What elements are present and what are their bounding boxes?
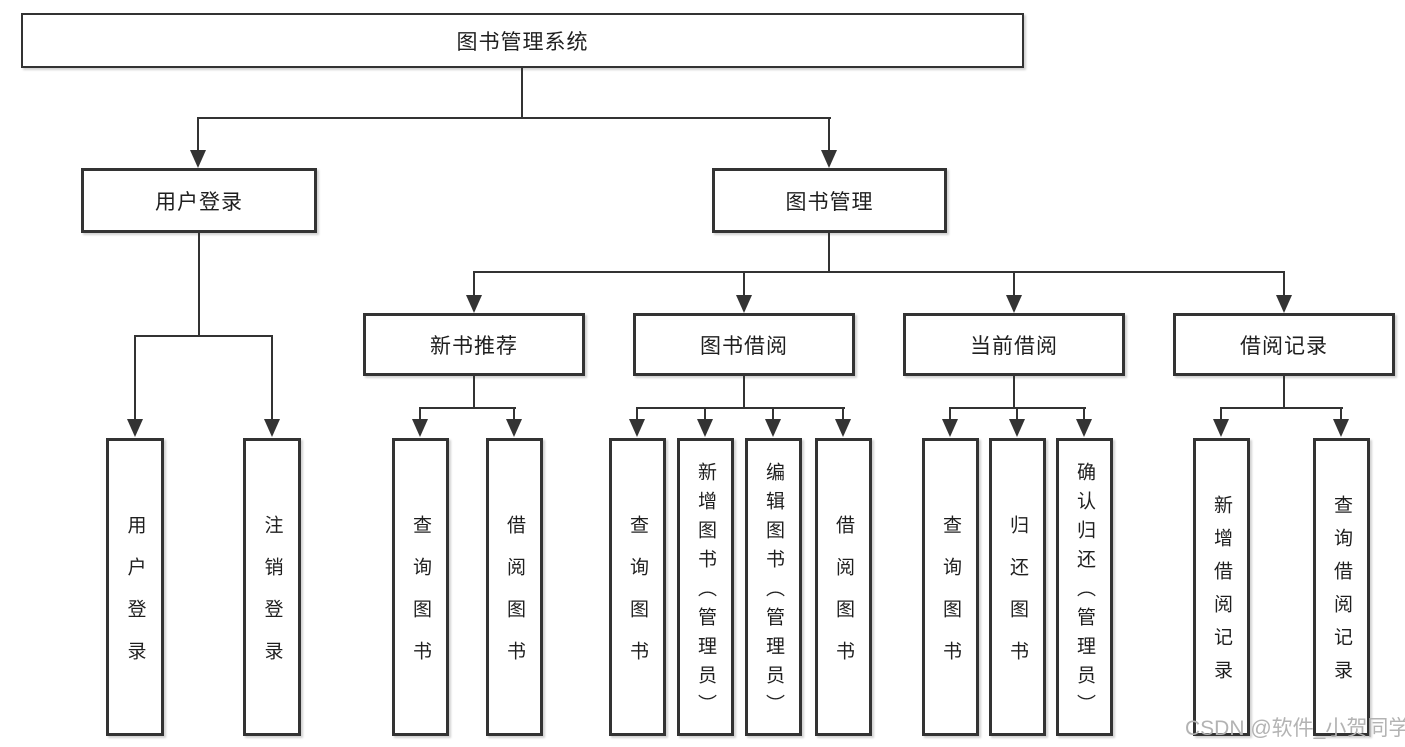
leaf-recommend-borrow-book: 借阅图书 <box>486 438 543 736</box>
connector-sec2-hline <box>637 407 845 409</box>
connector-sec2-leaf2-vline <box>704 407 706 421</box>
connector-sec1-leaf2-arrow <box>506 419 522 437</box>
leaf-add-borrow-record: 新增借阅记录 <box>1193 438 1250 736</box>
leaf-user-login-label: 用户登录 <box>124 514 146 683</box>
connector-user-login-arrow <box>190 150 206 168</box>
connector-level3-hline <box>473 271 1285 273</box>
connector-user-login-vline <box>197 117 199 152</box>
leaf-edit-book-admin: 编辑图书（管理员） <box>745 438 802 736</box>
connector-sec3-vline <box>1013 271 1015 297</box>
connector-sec4-leaf1-arrow <box>1213 419 1229 437</box>
connector-sec4-leaf1-vline <box>1220 407 1222 421</box>
connector-book-mgmt-arrow <box>821 150 837 168</box>
connector-sec4-arrow <box>1276 295 1292 313</box>
connector-sec3-leaf3-arrow <box>1076 419 1092 437</box>
node-book-management-label: 图书管理 <box>785 190 874 214</box>
connector-sec1-arrow <box>466 295 482 313</box>
leaf-confirm-return-admin: 确认归还（管理员） <box>1056 438 1113 736</box>
leaf-borrow-book: 借阅图书 <box>815 438 872 736</box>
connector-sec4-vline <box>1283 271 1285 297</box>
connector-sec1-leaf1-arrow <box>412 419 428 437</box>
connector-sec2-leaf1-vline <box>636 407 638 421</box>
leaf-user-login: 用户登录 <box>106 438 164 736</box>
leaf-add-borrow-record-label: 新增借阅记录 <box>1211 495 1232 693</box>
connector-sec2-vline <box>743 271 745 297</box>
node-new-book-recommend-label: 新书推荐 <box>430 334 518 358</box>
node-root: 图书管理系统 <box>21 13 1024 68</box>
connector-sec4-drop <box>1283 376 1285 409</box>
leaf-recommend-query-book: 查询图书 <box>392 438 449 736</box>
leaf-current-query-book: 查询图书 <box>922 438 979 736</box>
leaf-recommend-query-book-label: 查询图书 <box>410 514 431 683</box>
node-current-borrow: 当前借阅 <box>903 313 1125 376</box>
connector-sec3-leaf1-arrow <box>942 419 958 437</box>
connector-level2-hline <box>197 117 831 119</box>
connector-login-drop <box>198 233 200 337</box>
node-borrow-records: 借阅记录 <box>1173 313 1395 376</box>
connector-sec4-leaf2-vline <box>1340 407 1342 421</box>
leaf-current-query-book-label: 查询图书 <box>940 514 961 683</box>
node-new-book-recommend: 新书推荐 <box>363 313 585 376</box>
connector-sec2-drop <box>743 376 745 409</box>
leaf-add-book-admin: 新增图书（管理员） <box>677 438 734 736</box>
node-book-borrow-label: 图书借阅 <box>700 334 788 358</box>
node-book-borrow: 图书借阅 <box>633 313 855 376</box>
connector-login-leaf2-arrow <box>264 419 280 437</box>
node-user-login-label: 用户登录 <box>155 190 243 214</box>
connector-mgmt-drop <box>828 233 830 273</box>
leaf-logout-login: 注销登录 <box>243 438 301 736</box>
leaf-recommend-borrow-book-label: 借阅图书 <box>504 514 525 683</box>
leaf-borrow-query-book: 查询图书 <box>609 438 666 736</box>
connector-sec2-arrow <box>736 295 752 313</box>
leaf-edit-book-admin-label: 编辑图书（管理员） <box>763 461 784 723</box>
connector-sec1-vline <box>473 271 475 297</box>
leaf-confirm-return-admin-label: 确认归还（管理员） <box>1074 461 1095 723</box>
connector-login-hline <box>134 335 273 337</box>
leaf-return-book: 归还图书 <box>989 438 1046 736</box>
connector-sec3-leaf2-arrow <box>1009 419 1025 437</box>
connector-sec2-leaf3-arrow <box>765 419 781 437</box>
connector-sec3-leaf3-vline <box>1083 407 1085 421</box>
node-current-borrow-label: 当前借阅 <box>970 334 1058 358</box>
connector-sec2-leaf2-arrow <box>697 419 713 437</box>
connector-login-leaf1-arrow <box>127 419 143 437</box>
leaf-query-borrow-record: 查询借阅记录 <box>1313 438 1370 736</box>
connector-sec2-leaf3-vline <box>772 407 774 421</box>
csdn-watermark: CSDN @软件_小贺同学 <box>1185 717 1405 740</box>
node-book-management: 图书管理 <box>712 168 947 233</box>
connector-sec3-leaf1-vline <box>949 407 951 421</box>
leaf-return-book-label: 归还图书 <box>1007 514 1028 683</box>
leaf-borrow-query-book-label: 查询图书 <box>627 514 648 683</box>
connector-sec2-leaf4-arrow <box>835 419 851 437</box>
connector-login-leaf1-vline <box>134 335 136 421</box>
connector-sec3-hline <box>950 407 1086 409</box>
connector-sec1-drop <box>473 376 475 409</box>
connector-sec1-leaf1-vline <box>419 407 421 421</box>
connector-sec1-leaf2-vline <box>513 407 515 421</box>
connector-sec1-hline <box>420 407 516 409</box>
connector-sec3-arrow <box>1006 295 1022 313</box>
leaf-logout-login-label: 注销登录 <box>261 514 283 683</box>
connector-sec2-leaf4-vline <box>842 407 844 421</box>
node-borrow-records-label: 借阅记录 <box>1240 334 1328 358</box>
leaf-add-book-admin-label: 新增图书（管理员） <box>695 461 716 723</box>
leaf-query-borrow-record-label: 查询借阅记录 <box>1331 495 1352 693</box>
connector-book-mgmt-vline <box>828 117 830 152</box>
connector-sec3-leaf2-vline <box>1016 407 1018 421</box>
connector-login-leaf2-vline <box>271 335 273 421</box>
node-root-label: 图书管理系统 <box>456 30 589 54</box>
connector-sec2-leaf1-arrow <box>629 419 645 437</box>
connector-root-drop <box>521 68 523 119</box>
node-user-login: 用户登录 <box>81 168 317 233</box>
connector-sec4-leaf2-arrow <box>1333 419 1349 437</box>
connector-sec3-drop <box>1013 376 1015 409</box>
connector-sec4-hline <box>1221 407 1343 409</box>
leaf-borrow-book-label: 借阅图书 <box>833 514 854 683</box>
